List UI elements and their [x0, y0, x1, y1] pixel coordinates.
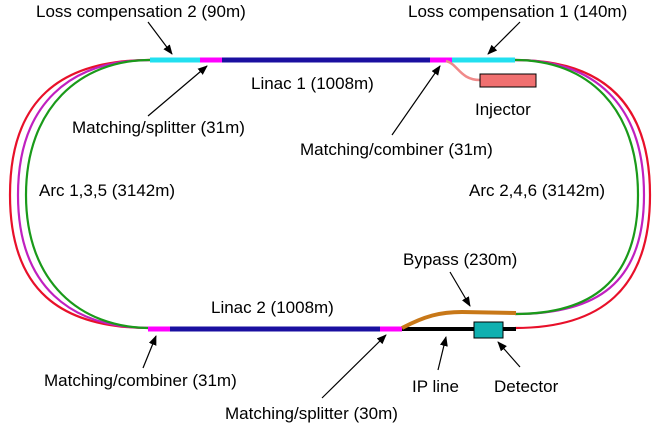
- arrow-bypass: [449, 271, 471, 307]
- arc-left-magenta: [16, 58, 151, 330]
- label-linac-1: Linac 1 (1008m): [251, 74, 374, 93]
- injector-group: [445, 59, 537, 88]
- arrow-ip-line: [437, 336, 448, 371]
- arc-left-group: [8, 58, 151, 330]
- labels: Loss compensation 2 (90m) Loss compensat…: [36, 2, 627, 423]
- arc-left-red: [8, 58, 151, 330]
- injector-box: [479, 73, 537, 88]
- arrow-detector: [497, 341, 521, 368]
- label-matching-splitter-top: Matching/splitter (31m): [72, 118, 245, 137]
- arc-right-group: [514, 58, 652, 330]
- label-loss-compensation-2: Loss compensation 2 (90m): [36, 2, 246, 21]
- arc-right-red-outer: [514, 58, 652, 330]
- detector-box: [473, 321, 504, 339]
- arrow-matching-combiner-top: [391, 65, 441, 136]
- arc-right-magenta: [514, 58, 646, 316]
- arc-right-green: [514, 58, 640, 316]
- arrow-loss-comp-2: [147, 21, 173, 55]
- arrow-matching-splitter-top: [147, 65, 208, 117]
- bypass-segment: [401, 309, 517, 330]
- label-ip-line: IP line: [412, 377, 459, 396]
- label-bypass: Bypass (230m): [403, 250, 517, 269]
- injector-line: [445, 59, 481, 82]
- arrow-matching-combiner-bottom: [142, 335, 157, 369]
- label-injector: Injector: [475, 100, 531, 119]
- arc-left-green: [24, 58, 151, 330]
- arrow-matching-splitter-bottom: [321, 334, 387, 399]
- label-arc-left: Arc 1,3,5 (3142m): [39, 181, 175, 200]
- label-detector: Detector: [494, 377, 559, 396]
- label-arc-right: Arc 2,4,6 (3142m): [469, 181, 605, 200]
- arrow-loss-comp-1: [487, 21, 521, 55]
- pointer-arrows: [142, 21, 521, 399]
- label-linac-2: Linac 2 (1008m): [211, 298, 334, 317]
- linac-2-straight: [148, 309, 517, 339]
- label-matching-combiner-top: Matching/combiner (31m): [300, 140, 493, 159]
- label-matching-combiner-bottom: Matching/combiner (31m): [44, 371, 237, 390]
- label-loss-compensation-1: Loss compensation 1 (140m): [408, 2, 627, 21]
- label-matching-splitter-bottom: Matching/splitter (30m): [225, 404, 398, 423]
